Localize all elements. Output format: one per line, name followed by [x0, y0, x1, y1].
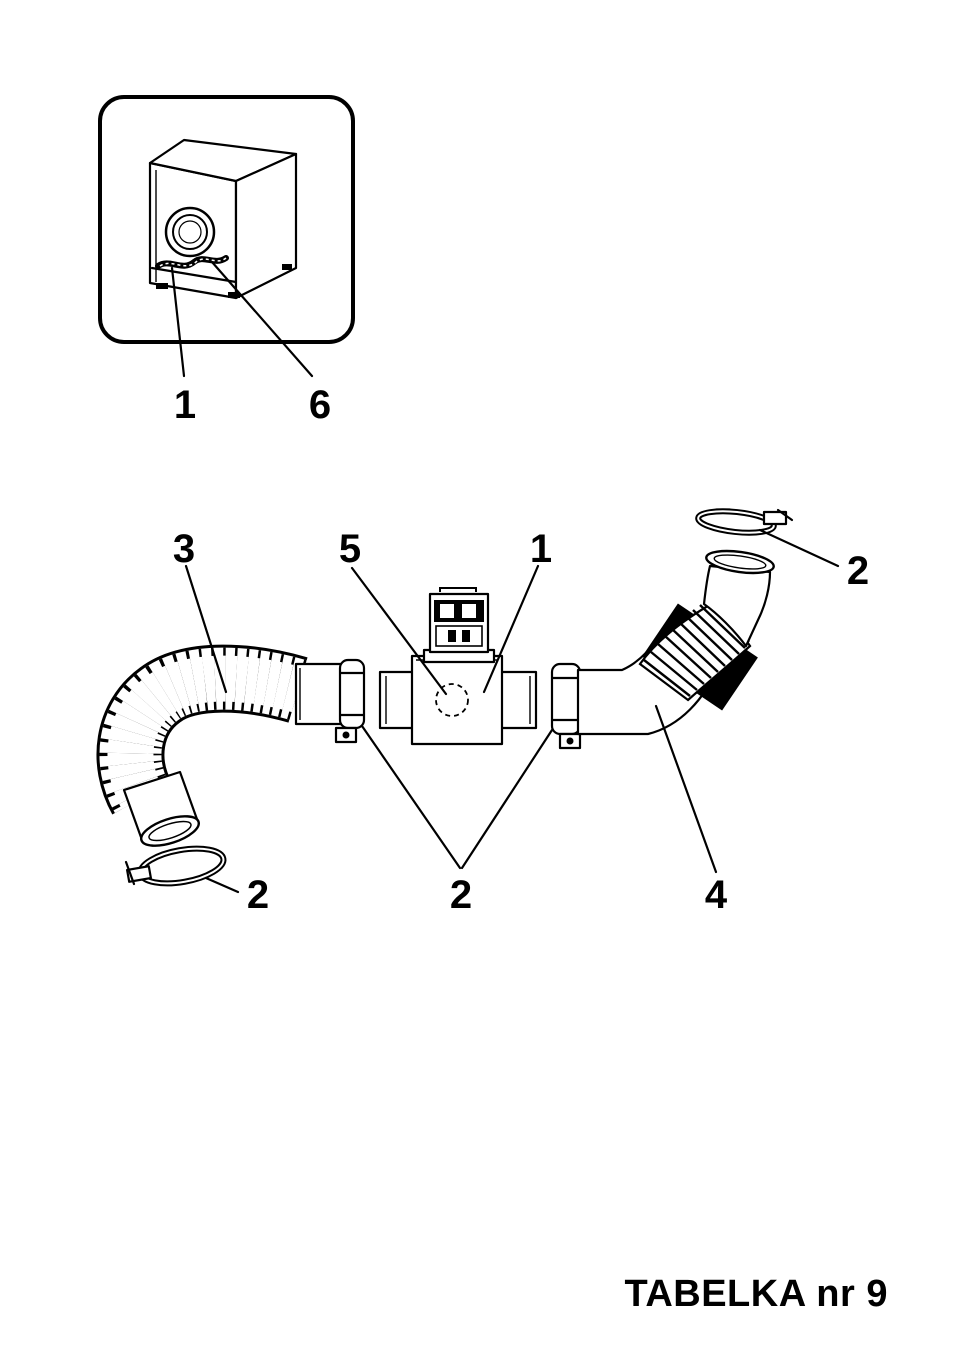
dryer-inset-icon — [98, 95, 355, 378]
leader-clamp-top-right — [758, 528, 840, 568]
inset-leader-6 — [210, 260, 314, 378]
callout-inset-1: 1 — [174, 383, 196, 427]
leader-clamp-mid-left — [360, 724, 462, 870]
table-label: TABELKA nr 9 — [624, 1273, 888, 1315]
callout-clamp-2-bottom-left: 2 — [247, 873, 269, 917]
inset-leader-1 — [170, 266, 186, 378]
hose-clamp-icon — [124, 845, 227, 887]
callout-sensor-5: 5 — [339, 527, 361, 571]
leader-clamp-bottom-left — [204, 876, 240, 894]
callout-module-1: 1 — [530, 527, 552, 571]
hose-clamp-icon — [334, 658, 366, 744]
leader-hose-3 — [184, 564, 228, 694]
leader-module-1 — [482, 564, 540, 694]
hose-clamp-icon — [550, 662, 582, 750]
callout-elbow-4: 4 — [705, 873, 728, 917]
flexible-hose-icon — [96, 644, 344, 847]
callout-hose-3: 3 — [173, 527, 195, 571]
callout-clamps-2-middle: 2 — [450, 873, 472, 917]
callout-clamp-2-top-right: 2 — [847, 549, 869, 593]
hose-clamp-icon — [695, 508, 794, 536]
elbow-pipe-icon — [576, 549, 775, 736]
sensor-module-icon — [378, 587, 538, 746]
leader-clamp-mid-right — [460, 728, 554, 870]
leader-elbow-4 — [654, 704, 718, 874]
leader-sensor-5 — [350, 566, 448, 696]
connector-block — [428, 587, 490, 654]
callout-inset-6: 6 — [309, 383, 331, 427]
